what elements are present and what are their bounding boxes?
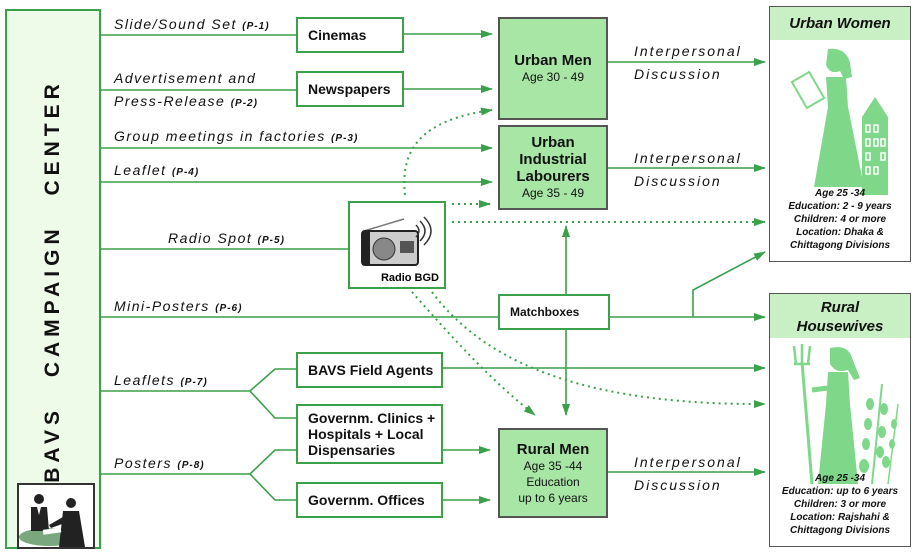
media-matchboxes: Matchboxes (498, 294, 610, 330)
rural-housewife-figure-icon (792, 344, 899, 485)
line-p8 (101, 449, 296, 475)
channel-label-p1: Slide/Sound Set (P-1) (114, 16, 270, 32)
urban-woman-figure-icon (790, 48, 888, 195)
campaign-center-panel: BAVS CAMPAIGN CENTER (5, 9, 101, 549)
line-p7b (249, 390, 296, 419)
target-rural-men: Rural Men Age 35 -44 Education up to 6 y… (498, 428, 608, 518)
channel-label-p2-line2: Press-Release (P-2) (114, 93, 258, 109)
dotted-radio-urbanmen (403, 107, 493, 196)
media-cinemas: Cinemas (296, 17, 404, 53)
line-p8b (249, 473, 296, 501)
persona-rural-housewives: Rural Housewives Age 25 -34 Education: u… (769, 293, 911, 547)
persona-rural-housewives-info: Age 25 -34 Education: up to 6 years Chil… (781, 473, 899, 536)
arrow-matchbox-urbanwomen (692, 251, 766, 317)
channel-label-p7: Leaflets (P-7) (114, 372, 208, 388)
meeting-photo-icon (17, 483, 95, 549)
media-newspapers: Newspapers (296, 71, 404, 107)
channel-label-p2-line1: Advertisement and (114, 70, 257, 86)
channel-label-p3: Group meetings in factories (P-3) (114, 128, 359, 144)
radio-icon (361, 216, 432, 266)
media-field-agents: BAVS Field Agents (296, 352, 443, 388)
radio-label: Radio BGD (380, 272, 439, 284)
media-offices: Governm. Offices (296, 482, 443, 518)
channel-label-p6: Mini-Posters (P-6) (114, 298, 243, 314)
persona-urban-women-title: Urban Women (770, 7, 910, 40)
campaign-center-title: BAVS CAMPAIGN CENTER (41, 79, 64, 483)
channel-label-p8: Posters (P-8) (114, 455, 205, 471)
target-urban-labourers: Urban Industrial Labourers Age 35 - 49 (498, 125, 608, 210)
target-urban-men: Urban Men Age 30 - 49 (498, 17, 608, 120)
line-p7 (101, 368, 296, 392)
persona-urban-women-info: Age 25 -34 Education: 2 - 9 years Childr… (788, 188, 892, 251)
persona-rural-housewives-title: Rural Housewives (770, 294, 910, 338)
media-radio: Radio BGD (348, 201, 446, 289)
media-clinics: Governm. Clinics + Hospitals + Local Dis… (296, 404, 443, 464)
channel-label-p4: Leaflet (P-4) (114, 162, 200, 178)
channel-label-p5: Radio Spot (P-5) (168, 230, 285, 246)
persona-urban-women: Urban Women Age 25 -34 Education: 2 - 9 … (769, 6, 911, 262)
dotted-radio-ruralhousewives (431, 291, 766, 409)
